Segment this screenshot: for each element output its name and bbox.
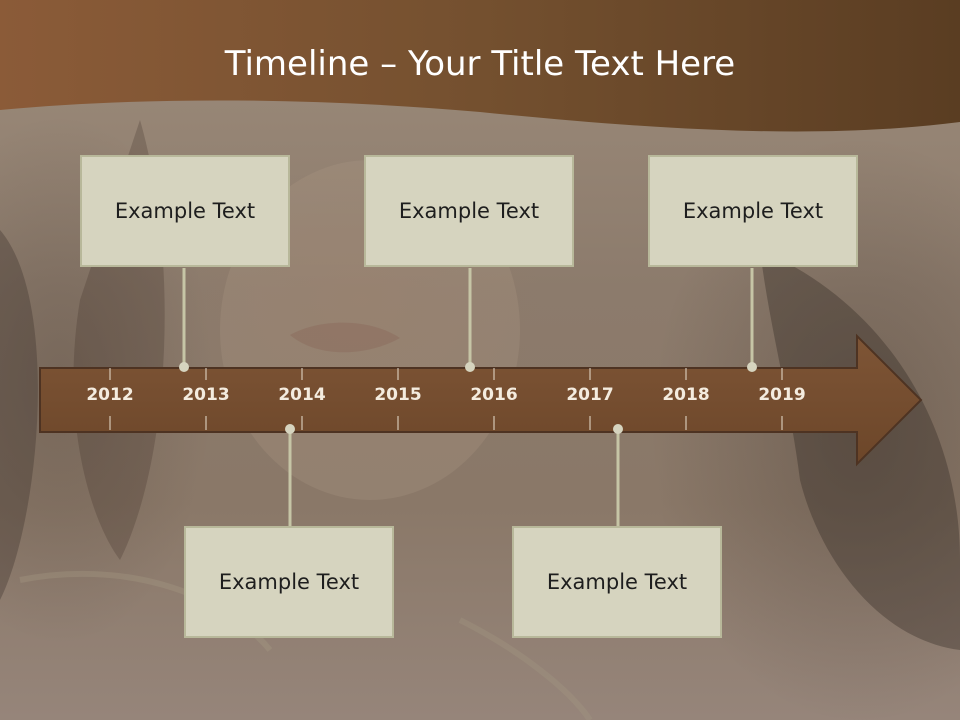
event-dot-2 <box>465 362 475 372</box>
year-label: 2016 <box>470 385 518 405</box>
event-box: Example Text <box>184 526 394 638</box>
event-box: Example Text <box>512 526 722 638</box>
event-box: Example Text <box>364 155 574 267</box>
event-box: Example Text <box>80 155 290 267</box>
year-label: 2019 <box>758 385 806 405</box>
year-label: 2013 <box>182 385 230 405</box>
event-dot-1 <box>179 362 189 372</box>
year-label: 2014 <box>278 385 326 405</box>
event-box: Example Text <box>648 155 858 267</box>
event-dot-4 <box>285 424 295 434</box>
event-dot-5 <box>613 424 623 434</box>
event-dot-3 <box>747 362 757 372</box>
header-band <box>0 0 960 132</box>
slide-title: Timeline – Your Title Text Here <box>224 44 736 84</box>
year-label: 2017 <box>566 385 614 405</box>
year-label: 2015 <box>374 385 422 405</box>
year-label: 2018 <box>662 385 710 405</box>
year-label: 2012 <box>86 385 134 405</box>
